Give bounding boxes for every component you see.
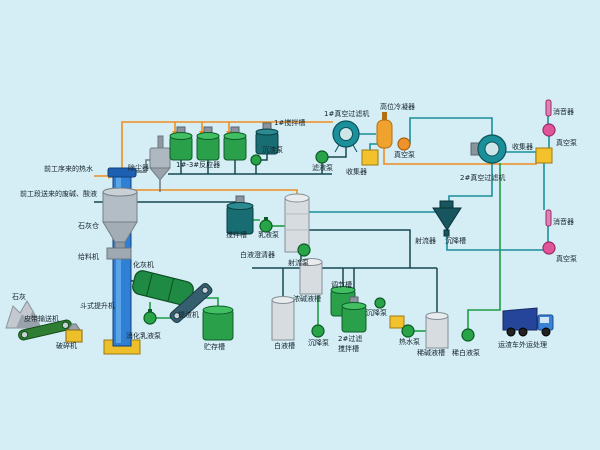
label-vacuum-pump1: 真空泵 (394, 151, 415, 159)
lime-silo-shape (102, 187, 138, 243)
label-reactors: 1#-3#反应器 (176, 161, 221, 169)
label-dust-collector: 除尘器 (128, 164, 149, 172)
label-filter2-mixer-line1: 2#过滤 (338, 335, 363, 343)
mixing-tank-shape (226, 195, 254, 235)
label-vacuum-pump2: 真空泵 (556, 139, 577, 147)
label-muffler1: 消音器 (553, 108, 574, 116)
conc-alkali-tank-shape (299, 258, 323, 295)
slag-extractor-shape (169, 282, 213, 324)
settling-pump2-shape (374, 297, 386, 309)
label-waste-alkali-inlet: 前工段送来的废碱、酸液 (20, 190, 97, 198)
label-bucket-elevator: 斗式提升机 (80, 302, 115, 310)
clarifier-shape (284, 193, 310, 253)
reactor-2-shape (196, 126, 220, 161)
label-muffler2: 消音器 (553, 218, 574, 226)
settling-pump1-shape (311, 324, 325, 338)
label-settling-pump1: 沉降泵 (308, 339, 329, 347)
label-truck: 运渣车外运处理 (498, 341, 547, 349)
label-feeder: 给料机 (78, 253, 99, 261)
muffler1-shape (545, 99, 552, 117)
label-white-liquor-tank: 白液槽 (274, 342, 295, 350)
condenser-shape (376, 112, 393, 149)
label-emulsion-pump: 乳液泵 (258, 231, 279, 239)
label-belt-conveyor: 皮带输送机 (24, 315, 59, 323)
hot-water-tank-shape (389, 315, 405, 329)
sediment-pump-shape (250, 154, 262, 166)
filtrate-pump-shape (315, 150, 329, 164)
label-regulating-tank: 调节槽 (331, 281, 352, 289)
collector1-shape (361, 149, 379, 166)
hot-water-pump-shape (401, 324, 415, 338)
muffler2-shape (545, 209, 552, 227)
label-lime-silo: 石灰仓 (78, 222, 99, 230)
rock-pile-shape (5, 300, 42, 329)
jet-pump-shape (297, 243, 311, 257)
dilute-alkali-tank-shape (425, 312, 449, 349)
reactor-3-shape (223, 126, 247, 161)
vacuum-filter2-shape (470, 134, 507, 164)
label-condenser: 高位冷凝器 (380, 103, 415, 111)
label-mixing-tank: 搅拌槽 (226, 231, 247, 239)
dust-collector-shape (148, 135, 172, 181)
label-vacuum-filter1: 1#真空过滤机 (324, 110, 370, 118)
mixer1-tank-shape (255, 122, 279, 155)
label-clarifier: 白液澄清器 (240, 251, 275, 259)
slag-truck-shape (502, 307, 554, 337)
jet-device-settling-tank-shape (432, 200, 462, 237)
reactor-1-shape (169, 126, 193, 161)
label-jet-pump: 射流泵 (288, 259, 309, 267)
label-storage-tank: 贮存槽 (204, 343, 225, 351)
label-filter2-mixer-line2: 搅拌槽 (338, 345, 359, 353)
digestion-pump-shape (143, 309, 157, 325)
storage-tank-shape (202, 305, 234, 341)
label-digestion-pump: 消化乳液泵 (126, 332, 161, 340)
label-slaker: 化灰机 (133, 261, 154, 269)
dilute-white-pump-shape (461, 328, 475, 342)
label-sediment-pump: 沉渣泵 (262, 146, 283, 154)
feeder-shape (106, 241, 132, 260)
vacuum-pump2-shape (542, 123, 556, 137)
label-jet-device: 射流器 (415, 237, 436, 245)
pipes-gray-duct (136, 159, 161, 192)
pipes-dark (94, 147, 438, 314)
label-settling-pump2: 沉降泵 (366, 309, 387, 317)
vacuum-filter1-shape (332, 120, 360, 153)
label-lime: 石灰 (12, 293, 26, 301)
label-dilute-alkali-tank: 稀碱液槽 (417, 349, 445, 357)
label-dilute-white-pump: 稀白液泵 (452, 349, 480, 357)
label-collector1: 收集器 (346, 168, 367, 176)
vacuum-pump1-shape (397, 137, 411, 151)
label-filtrate-pump: 滤液泵 (312, 164, 333, 172)
emulsion-pump-shape (259, 217, 273, 233)
collector2-shape (535, 147, 553, 164)
vacuum-pump3-shape (542, 241, 556, 255)
label-vacuum-pump3: 真空泵 (556, 255, 577, 263)
label-hot-water-inlet: 前工序来的热水 (44, 165, 93, 173)
label-conc-alkali-tank: 浓碱液槽 (293, 295, 321, 303)
label-vacuum-filter2: 2#真空过滤机 (460, 174, 506, 182)
pipes-teal (309, 116, 550, 251)
white-liquor-tank-shape (271, 296, 295, 341)
label-slag-extractor: 提渣机 (178, 311, 199, 319)
crusher-shape (65, 323, 83, 343)
label-mixer1: 1#搅拌槽 (274, 119, 306, 127)
belt-conveyor-shape (18, 319, 72, 341)
label-crusher: 破碎机 (56, 342, 77, 350)
label-collector2: 收集器 (512, 143, 533, 151)
filter2-mixer-tank-shape (341, 296, 367, 333)
label-settling-tank: 沉降槽 (445, 237, 466, 245)
label-hot-water-pump: 热水泵 (399, 338, 420, 346)
